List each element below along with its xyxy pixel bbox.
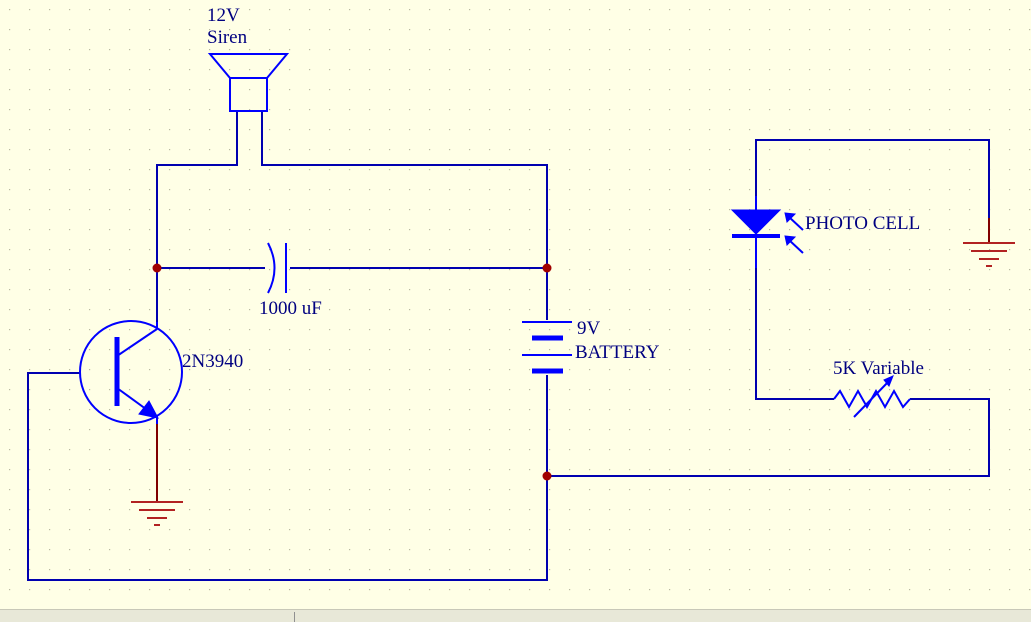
wires	[27, 112, 990, 581]
transistor-circle	[79, 320, 183, 424]
transistor-collector	[116, 328, 158, 357]
capacitor-symbol[interactable]	[267, 242, 287, 294]
light-arrow-line	[788, 216, 804, 231]
junction-dot	[152, 263, 162, 273]
resistor-adjust-arrow-line	[853, 380, 890, 418]
siren-symbol[interactable]	[207, 53, 290, 112]
capacitor-curved-plate	[267, 242, 276, 294]
status-bar-divider	[294, 612, 295, 622]
photocell-name-label: PHOTO CELL	[805, 213, 920, 234]
battery-name-label: BATTERY	[575, 342, 660, 363]
wire-siren-right	[261, 112, 548, 320]
photocell-symbol[interactable]	[730, 196, 804, 268]
siren-name-label: Siren	[207, 27, 248, 48]
junctions	[152, 263, 552, 481]
light-arrow-head	[784, 212, 797, 223]
wire-to-pot	[547, 398, 990, 477]
pot-value-label: 5K Variable	[833, 358, 924, 379]
capacitor-value-label: 1000 uF	[259, 298, 322, 319]
resistor-adjust-arrow-head	[883, 375, 894, 387]
ground-symbol-transistor	[131, 501, 183, 526]
photocell-diode-triangle	[730, 209, 782, 235]
light-arrow-line	[788, 239, 804, 254]
grid-background	[0, 0, 1031, 609]
wire-siren-left	[156, 112, 238, 322]
light-arrow-head	[784, 235, 797, 246]
battery-symbol[interactable]	[522, 321, 572, 374]
wire-pot-left	[755, 268, 834, 400]
status-bar	[0, 609, 1031, 622]
siren-voltage-label: 12V	[207, 5, 240, 26]
junction-dot	[542, 263, 552, 273]
variable-resistor-symbol[interactable]	[833, 375, 911, 418]
battery-voltage-label: 9V	[577, 318, 601, 339]
junction-dot	[542, 471, 552, 481]
ground-symbol-photocell	[963, 218, 1015, 267]
transistor-emitter-arrow	[138, 400, 159, 419]
wire-photocell-top	[755, 139, 990, 218]
siren-horn	[207, 53, 290, 79]
wire-battery-bottom	[27, 372, 548, 581]
transistor-symbol[interactable]	[79, 320, 183, 424]
transistor-part-label: 2N3940	[182, 351, 243, 372]
